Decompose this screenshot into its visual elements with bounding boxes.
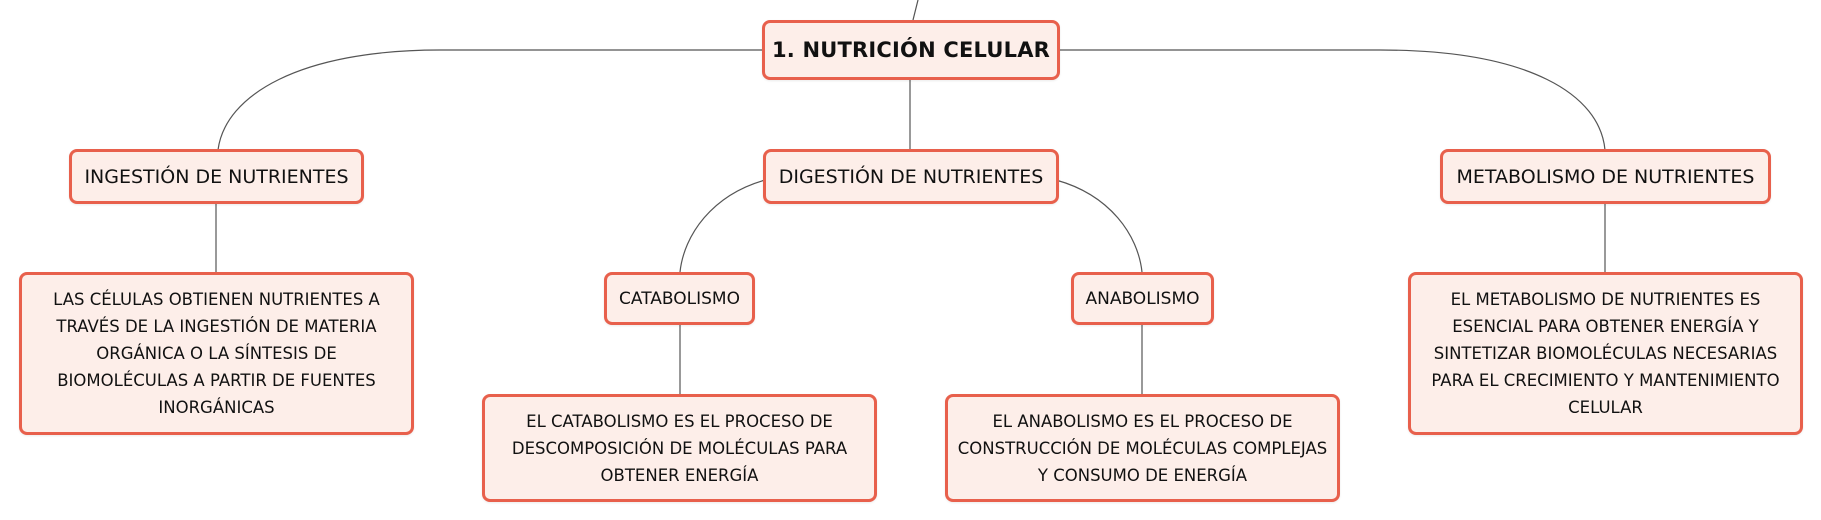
anabolism-description-node[interactable]: EL ANABOLISMO ES EL PROCESO DE CONSTRUCC… [945,394,1340,502]
digestion-node-label: DIGESTIÓN DE NUTRIENTES [778,165,1044,188]
ingestion-description-node[interactable]: LAS CÉLULAS OBTIENEN NUTRIENTES A TRAVÉS… [19,272,414,435]
edge-digestion-anabolism [1055,179,1143,273]
metabolism-node[interactable]: METABOLISMO DE NUTRIENTES [1440,149,1771,204]
ingestion-description-text: LAS CÉLULAS OBTIENEN NUTRIENTES A TRAVÉS… [53,290,380,417]
edge-root-metabolism [1060,49,1606,151]
catabolism-node-label: CATABOLISMO [619,288,740,309]
catabolism-node[interactable]: CATABOLISMO [604,272,755,325]
metabolism-description-text: EL METABOLISMO DE NUTRIENTES ES ESENCIAL… [1431,290,1780,417]
edge-digestion-catabolism [679,179,766,273]
catabolism-description-node[interactable]: EL CATABOLISMO ES EL PROCESO DE DESCOMPO… [482,394,877,502]
ingestion-node-label: INGESTIÓN DE NUTRIENTES [84,165,349,188]
root-node-label: 1. NUTRICIÓN CELULAR [771,38,1051,62]
anabolism-node-label: ANABOLISMO [1085,288,1200,309]
catabolism-description-text: EL CATABOLISMO ES EL PROCESO DE DESCOMPO… [511,411,848,485]
anabolism-description-text: EL ANABOLISMO ES EL PROCESO DE CONSTRUCC… [957,411,1328,485]
edge-incoming-root [912,0,919,21]
anabolism-node[interactable]: ANABOLISMO [1071,272,1214,325]
ingestion-node[interactable]: INGESTIÓN DE NUTRIENTES [69,149,364,204]
digestion-node[interactable]: DIGESTIÓN DE NUTRIENTES [763,149,1059,204]
metabolism-node-label: METABOLISMO DE NUTRIENTES [1456,165,1755,188]
metabolism-description-node[interactable]: EL METABOLISMO DE NUTRIENTES ES ESENCIAL… [1408,272,1803,435]
root-node[interactable]: 1. NUTRICIÓN CELULAR [762,20,1060,80]
edge-root-ingestion [217,49,762,151]
